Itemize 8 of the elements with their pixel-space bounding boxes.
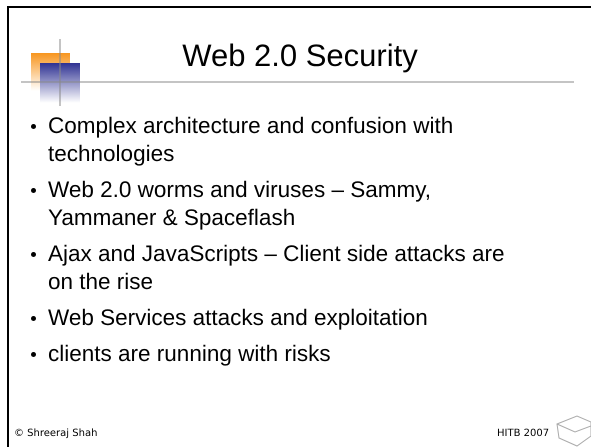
- bullet-text: clients are running with risks: [48, 341, 331, 366]
- bullet-text: Web Services attacks and exploitation: [48, 305, 428, 330]
- bullet-text: Complex architecture and confusion with technologies: [48, 113, 454, 166]
- slide-title: Web 2.0 Security: [181, 38, 419, 74]
- copyright-text: © Shreeraj Shah: [14, 428, 98, 439]
- bullet-text: Web 2.0 worms and viruses – Sammy, Yammaner & Spaceflash: [48, 177, 432, 230]
- bullet-text: Ajax and JavaScripts – Client side attacks are on the rise: [48, 241, 504, 294]
- footer-text: HITB 2007: [497, 428, 550, 439]
